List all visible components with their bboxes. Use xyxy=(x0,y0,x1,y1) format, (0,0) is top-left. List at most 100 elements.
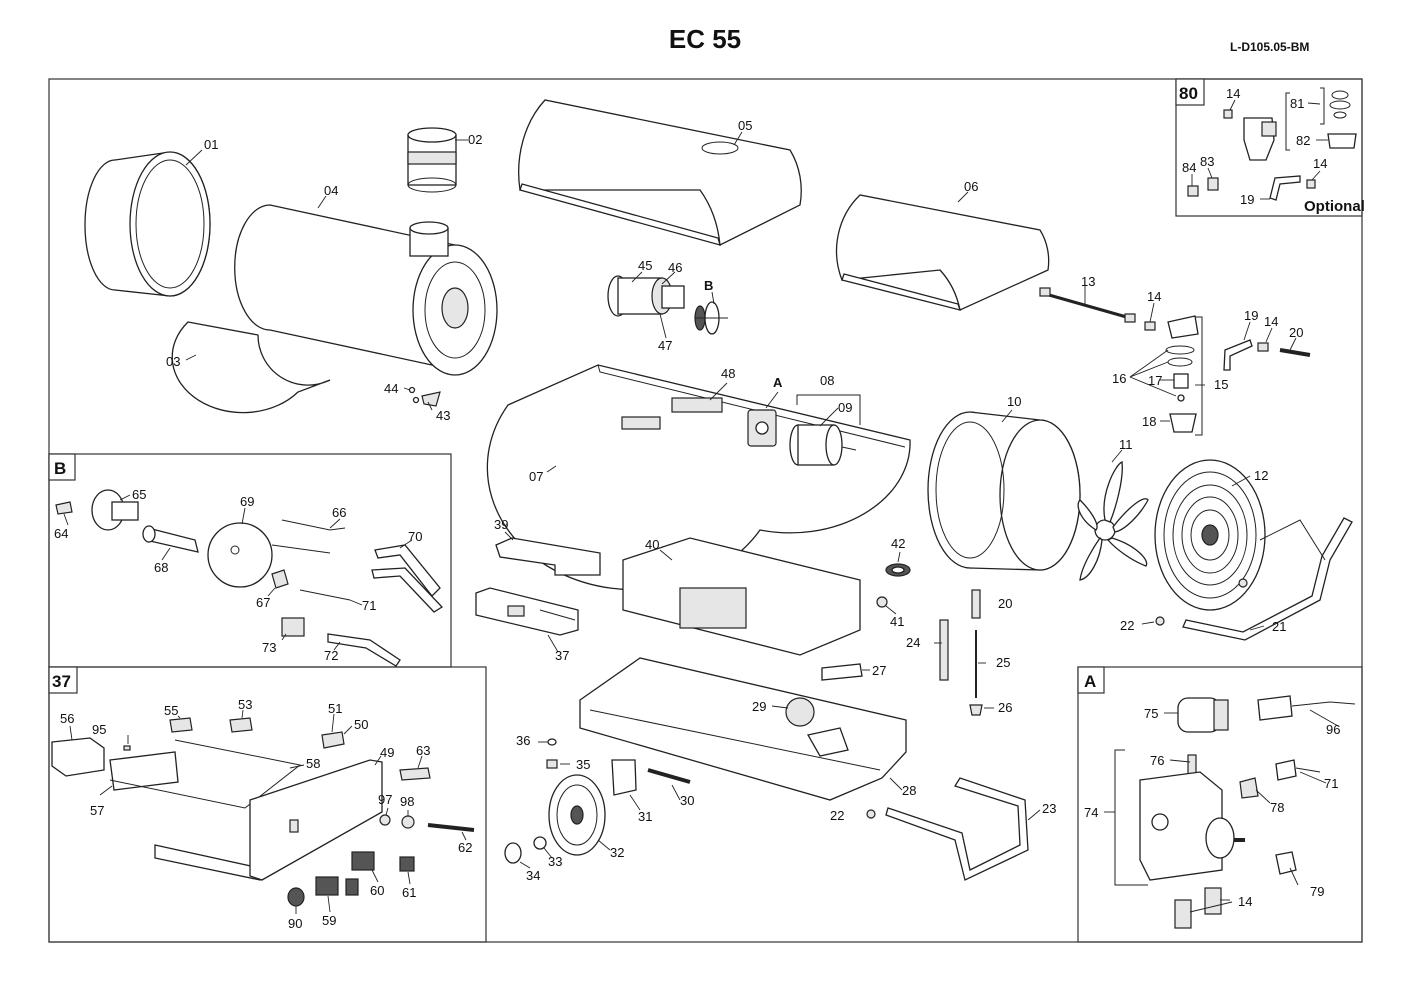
label-43: 43 xyxy=(436,408,450,423)
label-75: 75 xyxy=(1144,706,1158,721)
label-98: 98 xyxy=(400,794,414,809)
label-76: 76 xyxy=(1150,753,1164,768)
label-05: 05 xyxy=(738,118,752,133)
label-81: 81 xyxy=(1290,96,1304,111)
label-13: 13 xyxy=(1081,274,1095,289)
leader-lines xyxy=(63,99,1339,914)
box-tag-80: 80 xyxy=(1179,84,1198,103)
label-57: 57 xyxy=(90,803,104,818)
document-reference: L-D105.05-BM xyxy=(1230,40,1310,54)
label-67: 67 xyxy=(256,595,270,610)
label-17: 17 xyxy=(1148,373,1162,388)
part-41-42-grommets xyxy=(876,563,911,608)
box-b-parts xyxy=(55,489,444,667)
label-03: 03 xyxy=(166,354,180,369)
label-34: 34 xyxy=(526,868,540,883)
label-65: 65 xyxy=(132,487,146,502)
label-15: 15 xyxy=(1214,377,1228,392)
label-22: 22 xyxy=(1120,618,1134,633)
part-13-fuel-line xyxy=(1039,287,1136,323)
label-83: 83 xyxy=(1200,154,1214,169)
label-47: 47 xyxy=(658,338,672,353)
label-30: 30 xyxy=(680,793,694,808)
part-28-fuel-tank xyxy=(579,657,907,801)
label-09: 09 xyxy=(838,400,852,415)
part-11-fan-blade xyxy=(1077,461,1149,581)
label-a-callout: A xyxy=(773,375,783,390)
label-96: 96 xyxy=(1326,722,1340,737)
label-68: 68 xyxy=(154,560,168,575)
label-19: 19 xyxy=(1244,308,1258,323)
label-48: 48 xyxy=(721,366,735,381)
label-14-box80a: 14 xyxy=(1226,86,1240,101)
subassembly-box-b: B xyxy=(48,453,452,668)
label-56: 56 xyxy=(60,711,74,726)
box-80-parts xyxy=(1187,87,1357,201)
part-03-lower-shield xyxy=(171,321,331,414)
label-40: 40 xyxy=(645,537,659,552)
label-20-hose: 20 xyxy=(998,596,1012,611)
label-46: 46 xyxy=(668,260,682,275)
part-48-09-pump-motor xyxy=(747,394,861,466)
box-tag-a: A xyxy=(1084,672,1096,691)
part-37-control-panel xyxy=(475,587,579,636)
label-24: 24 xyxy=(906,635,920,650)
label-39: 39 xyxy=(494,517,508,532)
label-74: 74 xyxy=(1084,805,1098,820)
label-53: 53 xyxy=(238,697,252,712)
label-16: 16 xyxy=(1112,371,1126,386)
label-12: 12 xyxy=(1254,468,1268,483)
part-12-fan-guard xyxy=(1154,459,1266,611)
part-45-47-burner-head xyxy=(607,275,728,335)
label-14: 14 xyxy=(1147,289,1161,304)
label-55: 55 xyxy=(164,703,178,718)
label-25: 25 xyxy=(996,655,1010,670)
label-84: 84 xyxy=(1182,160,1196,175)
label-58: 58 xyxy=(306,756,320,771)
subassembly-box-37: 37 xyxy=(48,666,487,943)
label-11: 11 xyxy=(1119,437,1133,452)
label-14-a: 14 xyxy=(1238,894,1252,909)
label-29: 29 xyxy=(752,699,766,714)
label-10: 10 xyxy=(1007,394,1021,409)
part-23-rear-handle xyxy=(866,578,1248,881)
label-32: 32 xyxy=(610,845,624,860)
part-number-labels: 01 02 03 04 05 06 07 08 09 10 11 12 13 1… xyxy=(54,86,1340,931)
label-33: 33 xyxy=(548,854,562,869)
label-22-rear: 22 xyxy=(830,808,844,823)
box-tag-b: B xyxy=(54,459,66,478)
part-33-36-small-parts xyxy=(504,738,558,864)
part-32-wheel xyxy=(548,774,606,856)
label-60: 60 xyxy=(370,883,384,898)
box-a-parts xyxy=(1114,695,1356,929)
part-43-44-bracket xyxy=(408,386,441,407)
label-31: 31 xyxy=(638,809,652,824)
part-02-exhaust-stub xyxy=(407,127,457,193)
label-44: 44 xyxy=(384,381,398,396)
part-14-filter-assembly xyxy=(1144,315,1203,436)
label-35: 35 xyxy=(576,757,590,772)
box-37-parts xyxy=(51,717,475,907)
label-23: 23 xyxy=(1042,801,1056,816)
label-90: 90 xyxy=(288,916,302,931)
label-97: 97 xyxy=(378,792,392,807)
drawing-title: EC 55 xyxy=(668,24,742,54)
part-21-handle xyxy=(1182,517,1353,641)
label-79: 79 xyxy=(1310,884,1324,899)
label-70: 70 xyxy=(408,529,422,544)
label-19-box80: 19 xyxy=(1240,192,1254,207)
label-69: 69 xyxy=(240,494,254,509)
label-45: 45 xyxy=(638,258,652,273)
part-27-bracket xyxy=(821,663,863,681)
label-72: 72 xyxy=(324,648,338,663)
label-b-callout: B xyxy=(704,278,713,293)
label-28: 28 xyxy=(902,783,916,798)
box-tag-37: 37 xyxy=(52,672,71,691)
label-06: 06 xyxy=(964,179,978,194)
part-06-rear-cover xyxy=(835,194,1050,311)
label-14-rear: 14 xyxy=(1264,314,1278,329)
label-37: 37 xyxy=(555,648,569,663)
part-30-31-axle xyxy=(611,759,691,796)
label-50: 50 xyxy=(354,717,368,732)
